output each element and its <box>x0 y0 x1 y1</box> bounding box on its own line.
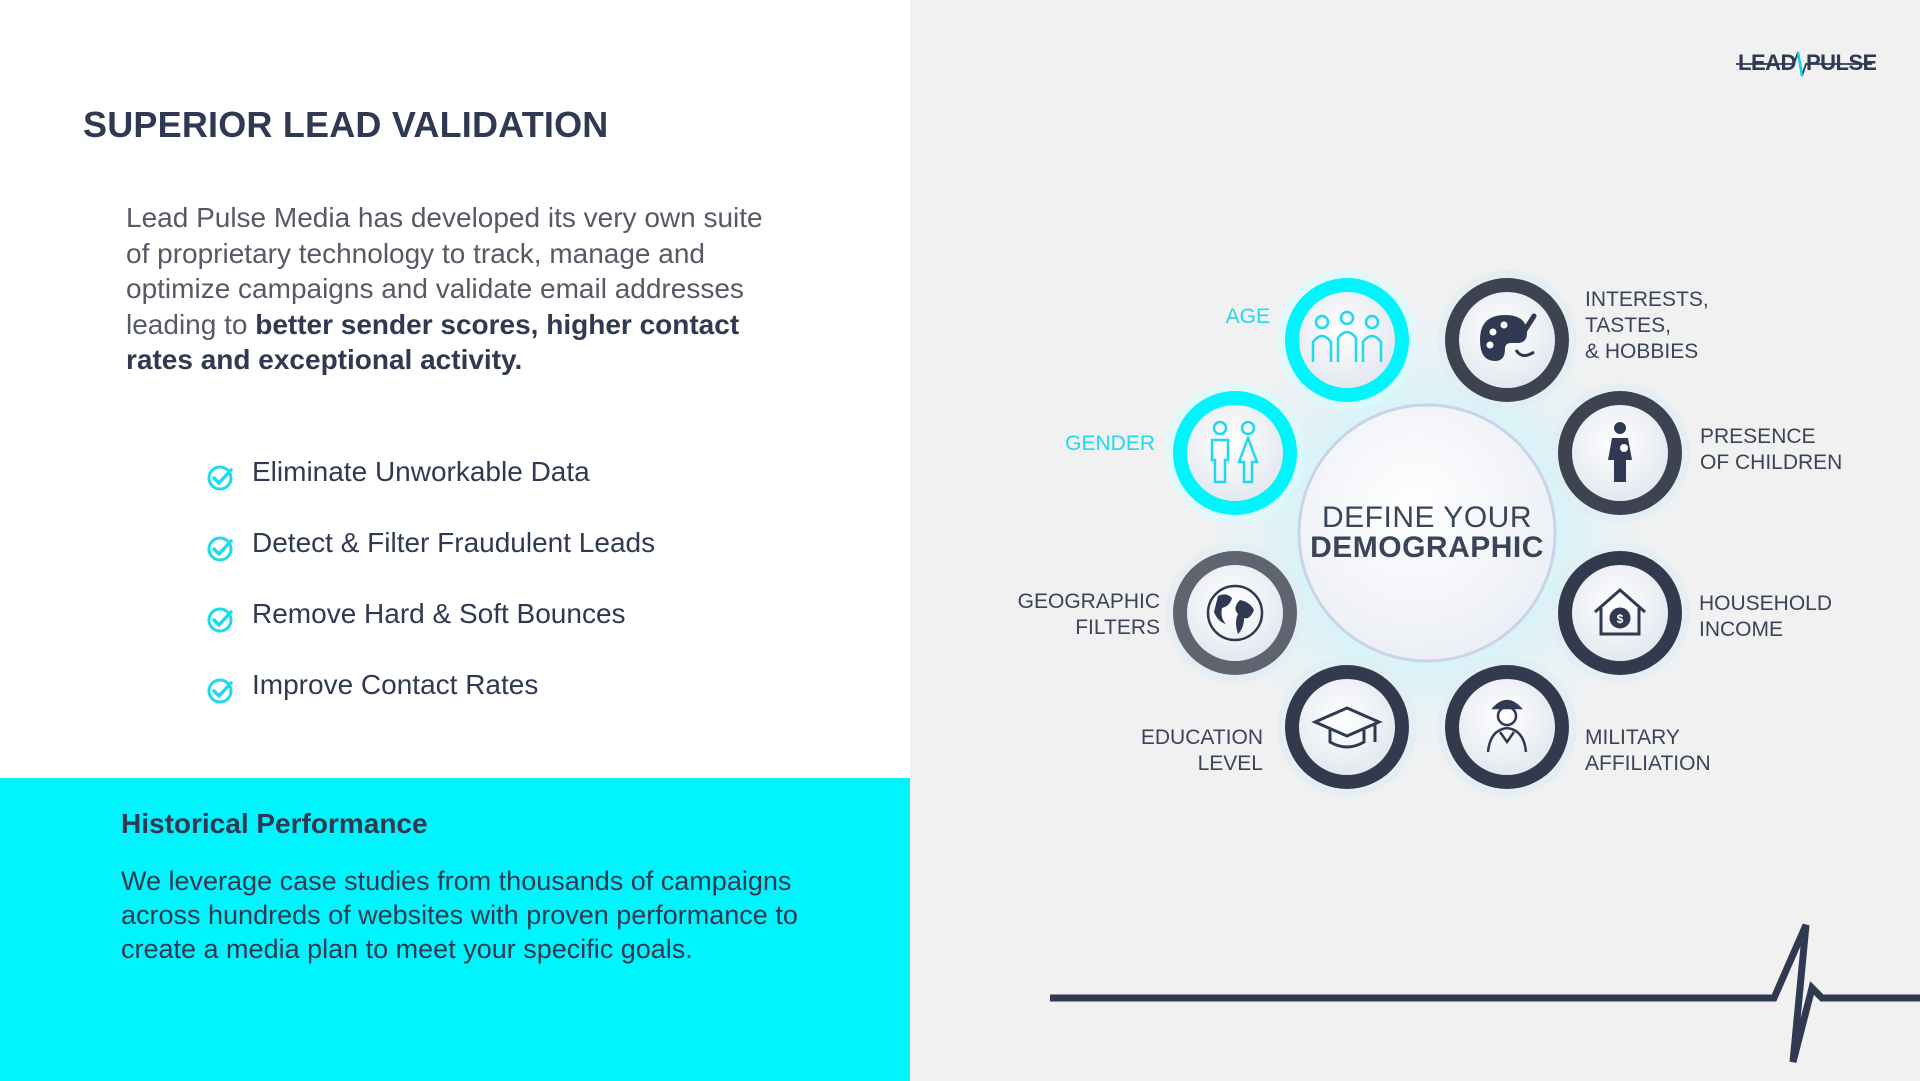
check-circle-icon <box>207 678 233 704</box>
node-gender <box>1165 383 1305 523</box>
label-education-level: EDUCATION LEVEL <box>1140 726 1263 775</box>
intro-text: Lead Pulse Media has developed its very … <box>126 202 763 340</box>
performance-heading: Historical Performance <box>121 808 428 839</box>
family-icon <box>1311 310 1383 362</box>
palette-icon <box>1480 313 1537 361</box>
node-age <box>1277 270 1417 410</box>
check-circle-icon <box>207 536 233 562</box>
label-military-affiliation: MILITARY AFFILIATION <box>1585 726 1711 775</box>
checklist-item: Remove Hard & Soft Bounces <box>206 594 655 665</box>
intro-paragraph: Lead Pulse Media has developed its very … <box>126 200 786 378</box>
checklist-label: Improve Contact Rates <box>252 669 539 700</box>
label-geographic-filters: GEOGRAPHIC FILTERS <box>1017 590 1160 639</box>
check-circle-icon <box>207 465 233 491</box>
page-title: SUPERIOR LEAD VALIDATION <box>83 104 609 145</box>
soldier-icon <box>1486 699 1528 753</box>
svg-text:LEAD: LEAD <box>1738 50 1796 75</box>
label-household-income: HOUSEHOLD INCOME <box>1699 592 1833 641</box>
node-presence-of-children <box>1550 383 1690 523</box>
checklist-label: Remove Hard & Soft Bounces <box>252 598 626 629</box>
historical-performance-panel: Historical Performance We leverage case … <box>0 778 910 1081</box>
center-title: DEFINE YOUR DEMOGRAPHIC <box>1297 503 1557 563</box>
checklist-label: Detect & Filter Fraudulent Leads <box>252 527 656 558</box>
label-presence-of-children: PRESENCE OF CHILDREN <box>1700 425 1843 474</box>
check-circle-icon <box>207 607 233 633</box>
checklist: Eliminate Unworkable Data Detect & Filte… <box>206 452 655 736</box>
checklist-item: Eliminate Unworkable Data <box>206 452 655 523</box>
center-circle <box>1297 403 1557 663</box>
mother-child-icon <box>1608 422 1632 482</box>
node-geographic-filters <box>1165 543 1305 683</box>
couple-icon <box>1210 420 1259 484</box>
node-education-level <box>1277 657 1417 797</box>
dollar-sign-icon: $ <box>1617 612 1624 626</box>
checklist-label: Eliminate Unworkable Data <box>252 456 590 487</box>
node-household-income: $ <box>1550 543 1690 683</box>
label-gender: GENDER <box>1065 432 1155 455</box>
label-interests: INTERESTS, TASTES, & HOBBIES <box>1585 288 1709 363</box>
label-age: AGE <box>1225 305 1270 328</box>
performance-body: We leverage case studies from thousands … <box>121 866 798 964</box>
lead-pulse-logo: LEAD PULSE <box>1736 46 1877 77</box>
house-dollar-icon <box>1594 588 1646 636</box>
center-title-line1: DEFINE YOUR <box>1322 501 1532 534</box>
svg-text:PULSE: PULSE <box>1806 50 1876 75</box>
intro-bold-text: better sender scores, higher contact rat… <box>126 308 740 376</box>
center-title-line2: DEMOGRAPHIC <box>1310 531 1544 564</box>
logo-mark: LEAD PULSE <box>1736 50 1877 77</box>
checklist-item: Improve Contact Rates <box>206 665 655 736</box>
globe-icon <box>1206 584 1264 642</box>
node-military-affiliation <box>1437 657 1577 797</box>
heartbeat-line <box>1050 923 1920 1063</box>
graduation-cap-icon <box>1311 706 1383 749</box>
node-interests <box>1437 270 1577 410</box>
checklist-item: Detect & Filter Fraudulent Leads <box>206 523 655 594</box>
